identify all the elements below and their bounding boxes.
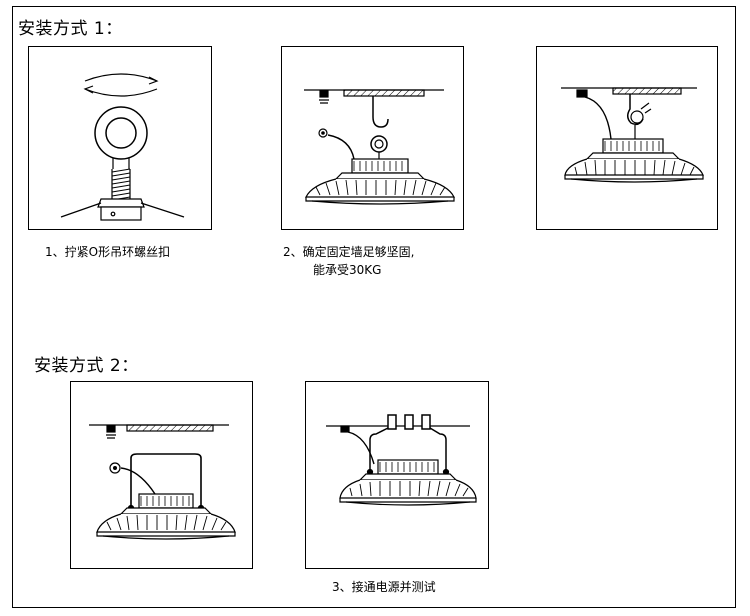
diagram-hook-mount: [281, 46, 464, 230]
bracket-mount-illustration: [89, 424, 236, 540]
diagram-hung-lamp: [536, 46, 718, 230]
diagram-ceiling-clamp-mount: [305, 381, 489, 569]
section1-heading: 安装方式 1：: [18, 19, 123, 39]
diagram-tighten-eyebolt: [28, 46, 212, 230]
instruction-sheet: [12, 6, 736, 608]
hung-lamp-illustration: [561, 87, 704, 183]
ceiling-clamp-illustration: [326, 414, 477, 506]
step1-caption: 1、拧紧O形吊环螺丝扣: [45, 245, 171, 259]
step3-caption: 3、接通电源并测试: [332, 580, 436, 594]
eyebolt-illustration: [60, 73, 185, 221]
diagram-bracket-mount: [70, 381, 253, 569]
section2-heading: 安装方式 2：: [34, 356, 139, 376]
step2-caption-line2: 能承受30KG: [313, 263, 382, 277]
step2-caption-line1: 2、确定固定墙足够坚固,: [283, 245, 415, 259]
hook-mount-illustration: [304, 89, 455, 205]
